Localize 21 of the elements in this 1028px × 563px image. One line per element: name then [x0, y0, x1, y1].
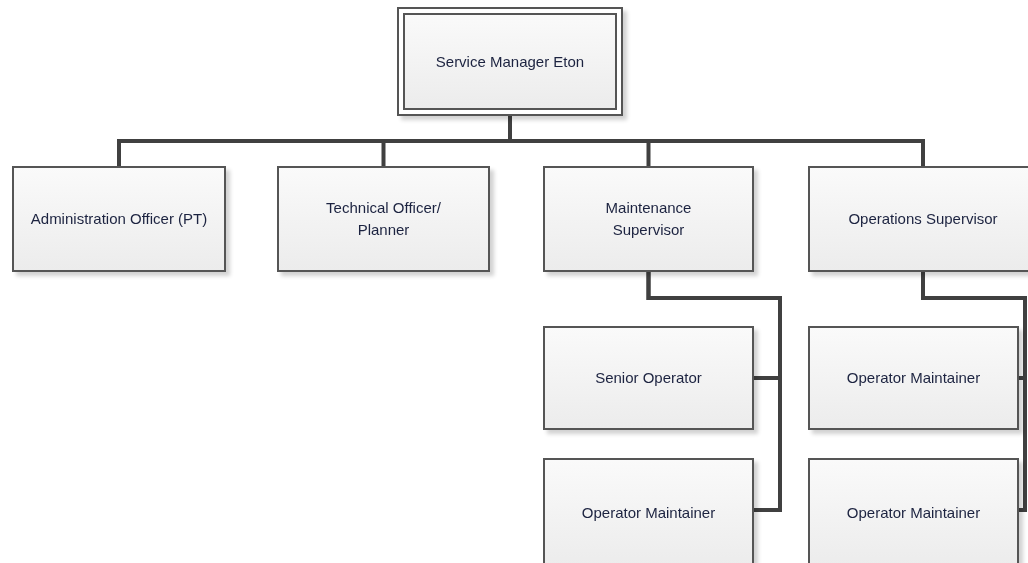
position-box — [543, 166, 754, 272]
position-box — [808, 458, 1019, 563]
connector-line — [921, 272, 1027, 512]
position-box — [12, 166, 226, 272]
position-box — [543, 326, 754, 430]
role-label: Operator Maintainer — [846, 368, 981, 388]
connector-line — [508, 116, 925, 166]
position-box — [808, 326, 1019, 430]
role-label: Maintenance Supervisor — [604, 198, 693, 240]
role-label: Operator Maintainer — [846, 503, 981, 523]
role-label: Operator Maintainer — [581, 503, 716, 523]
role-label: Technical Officer/ Planner — [325, 198, 442, 240]
role-label: Operations Supervisor — [848, 209, 998, 229]
position-box — [808, 166, 1028, 272]
position-box — [543, 458, 754, 563]
connector-line — [646, 272, 782, 512]
role-label: Administration Officer (PT) — [30, 209, 208, 229]
position-box — [277, 166, 490, 272]
role-label: Senior Operator — [595, 368, 702, 388]
position-box — [397, 7, 623, 116]
role-label: Service Manager Eton — [435, 51, 585, 72]
